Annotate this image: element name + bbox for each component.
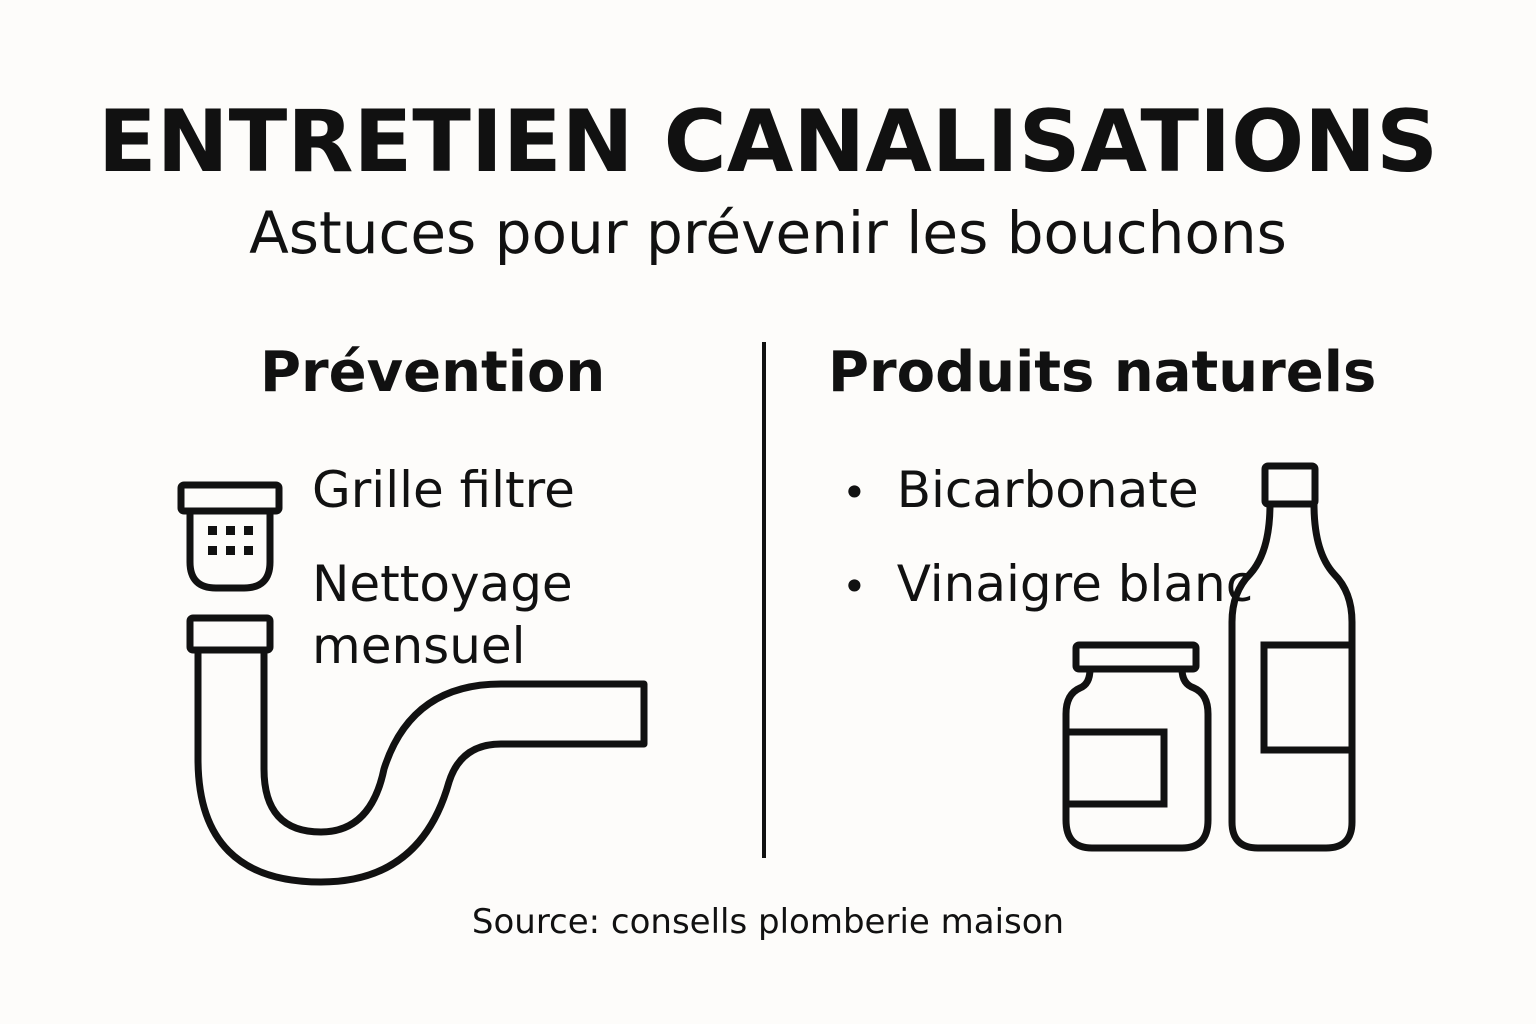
bullet: • [842, 562, 867, 611]
prevention-item-mensuel: mensuel [312, 617, 526, 675]
natural-item-label: Vinaigre blanc [896, 555, 1254, 613]
page-title: ENTRETIEN CANALISATIONS [97, 92, 1439, 192]
natural-products-heading: Produits naturels [828, 340, 1377, 405]
drain-strainer-icon [177, 481, 283, 592]
natural-item-bicarbonate: • Bicarbonate [842, 460, 1199, 523]
prevention-heading: Prévention [260, 340, 606, 405]
prevention-item-grille-filtre: Grille filtre [312, 461, 575, 519]
page-subtitle: Astuces pour prévenir les bouchons [249, 199, 1287, 267]
prevention-item-nettoyage: Nettoyage [312, 555, 573, 613]
natural-item-label: Bicarbonate [896, 461, 1199, 519]
column-divider [762, 342, 766, 858]
jar-icon [1062, 641, 1212, 852]
natural-item-vinaigre: • Vinaigre blanc [842, 554, 1253, 617]
bullet: • [842, 468, 867, 517]
p-trap-pipe-icon [186, 614, 648, 886]
bottle-icon [1228, 462, 1356, 852]
source-caption: Source: consells plomberie maison [471, 902, 1065, 942]
